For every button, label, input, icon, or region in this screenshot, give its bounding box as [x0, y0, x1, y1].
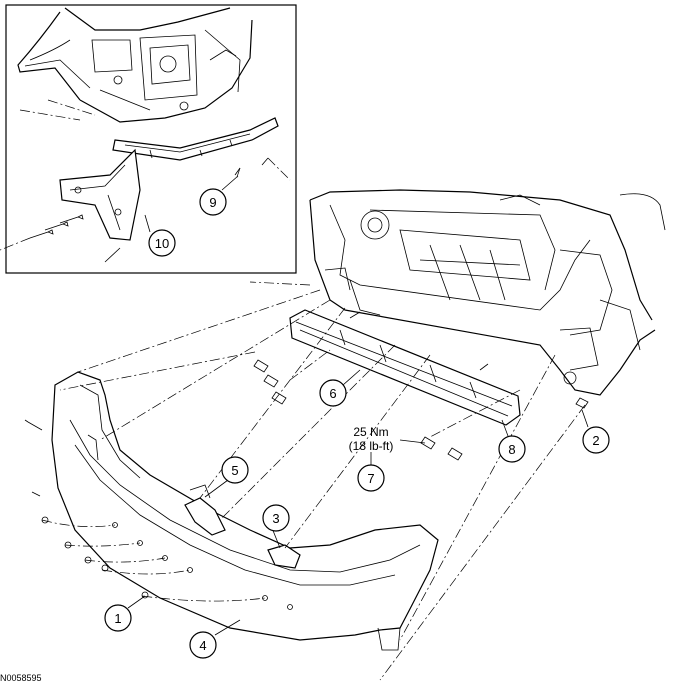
callout-7: 7: [357, 464, 385, 492]
inset-fasteners: [29, 157, 269, 263]
torque-metric: 25 Nm: [353, 425, 388, 439]
callout-4: 4: [189, 631, 217, 659]
inset-detail-view: [0, 4, 297, 274]
callout-10-label: 10: [155, 236, 169, 251]
callout-3: 3: [262, 504, 290, 532]
callout-9: 9: [199, 188, 227, 216]
leader-lines: [127, 175, 589, 636]
bumper-cover: [51, 371, 439, 651]
callout-3-label: 3: [272, 511, 279, 526]
callout-8: 8: [498, 435, 526, 463]
callout-10: 10: [148, 229, 176, 257]
callout-6: 6: [319, 379, 347, 407]
callout-2: 2: [582, 426, 610, 454]
callout-2-label: 2: [592, 433, 599, 448]
callout-8-label: 8: [508, 442, 515, 457]
alignment-lines: [41, 281, 586, 681]
callout-1: 1: [104, 604, 132, 632]
torque-imperial: (18 lb-ft): [349, 439, 394, 453]
torque-spec: 25 Nm (18 lb-ft): [349, 425, 394, 453]
vehicle-rear-body: [309, 189, 666, 396]
inset-side-bracket: [59, 148, 141, 241]
callout-9-label: 9: [209, 195, 216, 210]
callout-5-label: 5: [231, 463, 238, 478]
callout-1-label: 1: [114, 611, 121, 626]
fasteners: [24, 359, 589, 599]
callout-4-label: 4: [199, 638, 206, 653]
bumper-reinforcement-beam: [289, 309, 521, 426]
callout-6-label: 6: [329, 386, 336, 401]
callout-7-label: 7: [367, 471, 374, 486]
callout-5: 5: [221, 456, 249, 484]
figure-code: N0058595: [0, 673, 42, 683]
inset-vehicle-corner: [17, 7, 253, 123]
